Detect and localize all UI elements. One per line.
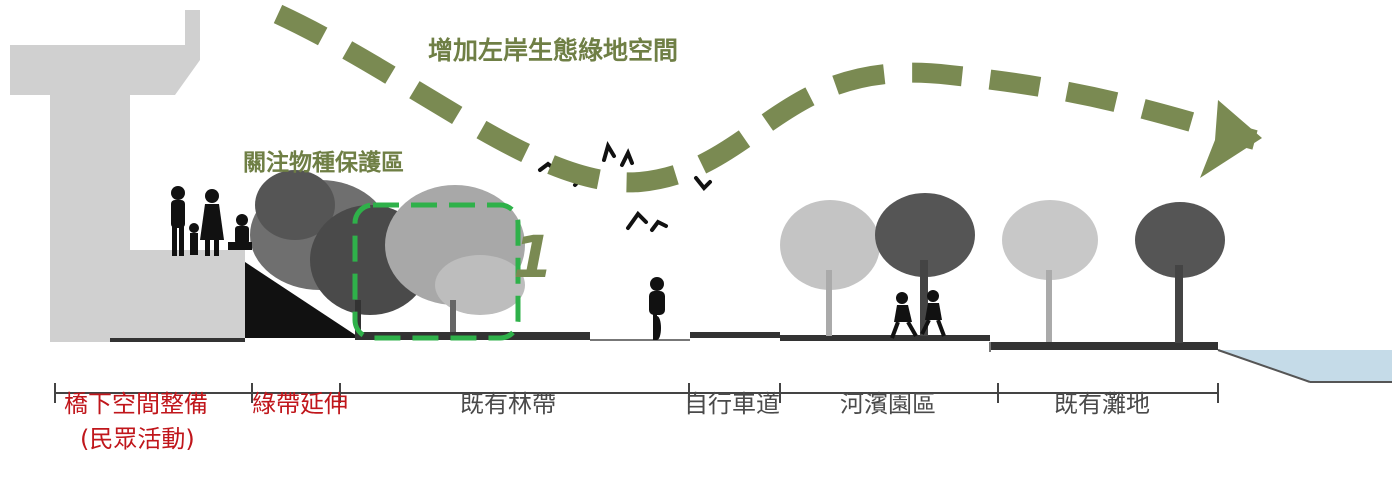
family-silhouette-icon [171, 186, 252, 256]
bridge-platform-edge [110, 338, 245, 342]
embankment-slope [245, 262, 360, 338]
zone-axis [54, 383, 1219, 403]
arrow-head [1200, 100, 1262, 178]
runners-icon [890, 290, 946, 339]
riverside-trees [780, 193, 1225, 343]
zone-label-forest: 既有林帶 [460, 390, 556, 418]
zone-label-under-bridge: 橋下空間整備 [64, 390, 208, 418]
zone-label-bike-path: 自行車道 [684, 390, 780, 418]
zone-label-green-belt: 綠帶延伸 [252, 390, 348, 418]
focus-area-number: 1 [513, 223, 554, 291]
river-water [1218, 350, 1392, 382]
grass-strip [360, 332, 1218, 350]
existing-forest [250, 170, 525, 340]
zone-label-riverside-park: 河濱園區 [840, 390, 936, 418]
zone-sublabel-under-bridge: (民眾活動) [80, 425, 195, 453]
cyclist-icon [649, 277, 665, 340]
protected-area-box [352, 202, 521, 341]
bird-icon [538, 141, 712, 232]
bridge-structure [10, 10, 245, 342]
zone-label-floodplain: 既有灘地 [1054, 390, 1150, 418]
arrow-title: 增加左岸生態綠地空間 [428, 36, 679, 65]
green-space-arrow [273, 4, 1258, 193]
focus-area-title: 關注物種保護區 [243, 150, 404, 176]
